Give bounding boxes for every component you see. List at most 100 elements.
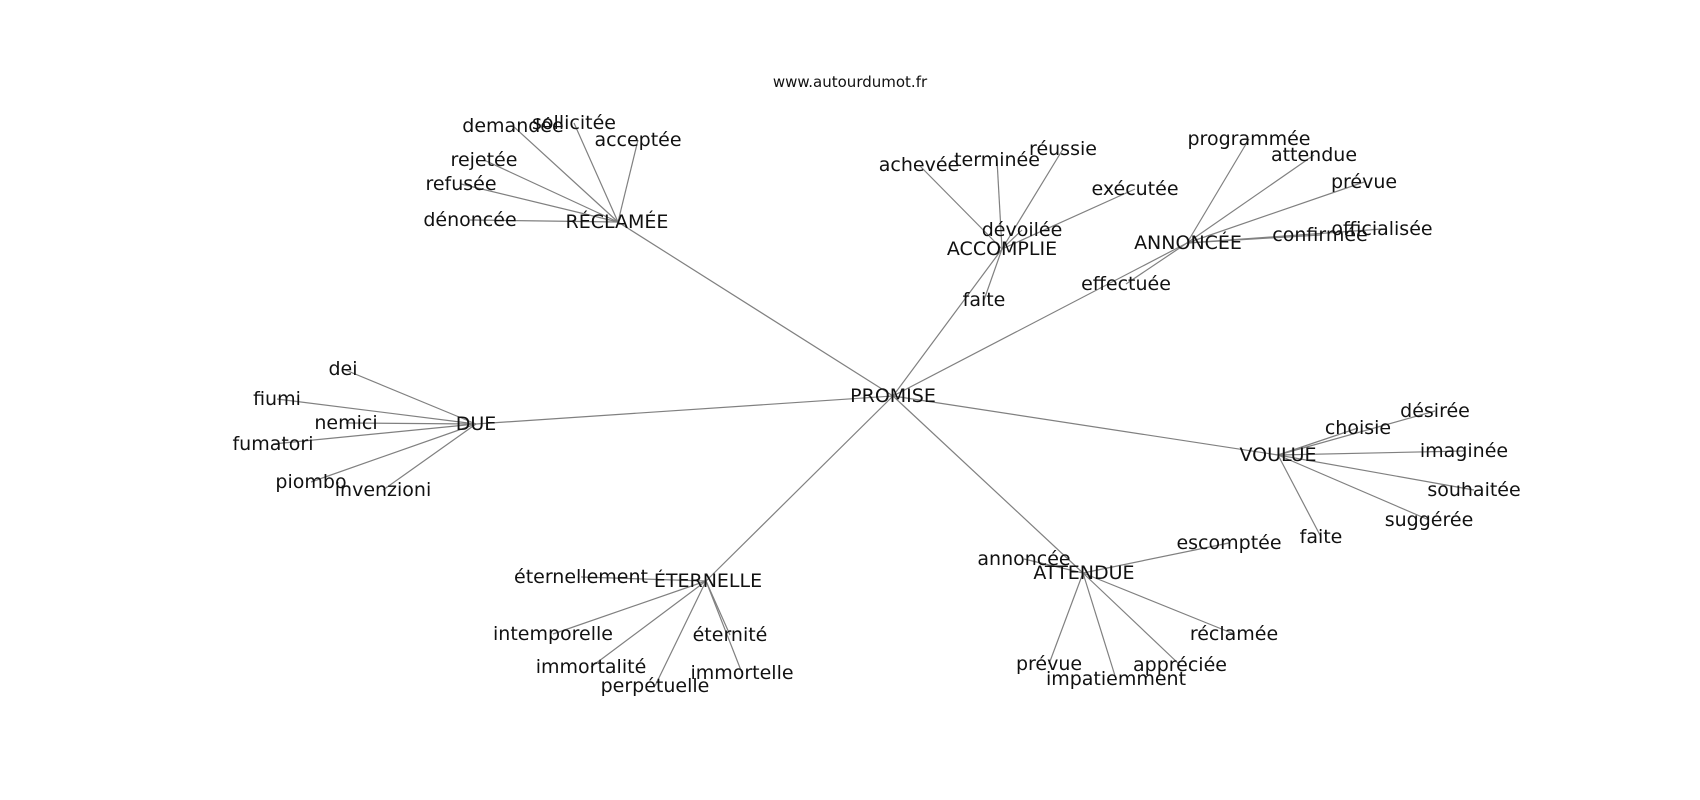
edge-eternelle-perpetuelle [654, 580, 707, 687]
edge-center-reclamee [617, 221, 894, 397]
edge-eternelle-intemporelle [552, 580, 707, 635]
edge-center-voulue [892, 395, 1279, 456]
edge-accomplie-faite [983, 248, 1003, 301]
edge-accomplie-devoilee [1001, 229, 1023, 250]
site-watermark: www.autourdumot.fr [772, 73, 928, 91]
edge-attendue-prevue [1048, 572, 1084, 665]
leaf-node-fumatori: fumatori [232, 433, 313, 455]
leaf-node-confirmee: confirmée [1272, 224, 1367, 246]
edge-annoncee-attendue [1186, 154, 1315, 244]
edge-voulue-souhaitee [1277, 454, 1475, 491]
leaf-node-reussie: réussie [1029, 138, 1097, 160]
cluster-node-attendue: ATTENDUE [1033, 562, 1134, 584]
leaf-node-imaginee: imaginée [1420, 440, 1508, 462]
edge-attendue-impatiemment [1082, 572, 1117, 680]
leaf-node-faite: faite [1300, 526, 1343, 548]
leaf-node-piombo: piombo [275, 471, 346, 493]
leaf-node-appreciee: appréciée [1133, 654, 1227, 676]
leaf-node-souhaitee: souhaitée [1427, 479, 1520, 501]
edge-center-accomplie [892, 248, 1003, 397]
leaf-node-suggeree: suggérée [1385, 509, 1474, 531]
center-node-label: PROMISE [850, 385, 936, 407]
edge-accomplie-reussie [1001, 148, 1064, 250]
edge-annoncee-effectuee [1125, 242, 1188, 285]
graph-labels: PROMISE RÉCLAMÉE demandéesollicitéeaccepté… [232, 112, 1520, 697]
edge-reclamee-demandee [512, 125, 619, 223]
edge-voulue-desiree [1277, 410, 1436, 456]
edge-due-invenzioni [382, 423, 477, 491]
edge-eternelle-eternellement [580, 576, 707, 582]
leaf-node-impatiemment: impatiemment [1046, 668, 1186, 690]
leaf-node-desiree: désirée [1400, 400, 1470, 422]
edge-due-fiumi [276, 398, 477, 425]
edge-accomplie-executee [1001, 188, 1136, 250]
edge-reclamee-sollicitee [573, 122, 619, 223]
edge-attendue-escomptee [1082, 542, 1230, 574]
edge-attendue-reclamee [1082, 572, 1235, 635]
leaf-node-attendue: attendue [1271, 144, 1357, 166]
edge-eternelle-immortalite [590, 580, 707, 668]
edge-accomplie-terminee [996, 159, 1003, 250]
leaf-node-annoncee: annoncée [977, 548, 1070, 570]
leaf-node-denoncee: dénoncée [423, 209, 516, 231]
leaf-node-terminee: terminée [954, 149, 1040, 171]
edge-voulue-suggeree [1277, 454, 1430, 521]
leaf-node-dei: dei [328, 358, 357, 380]
edge-eternelle-immortelle [705, 580, 743, 674]
leaf-node-effectuee: effectuée [1081, 273, 1171, 295]
leaf-node-eternellement: éternellement [514, 566, 648, 588]
edge-voulue-faite [1277, 454, 1322, 538]
cluster-node-eternelle: ÉTERNELLE [654, 569, 762, 592]
edge-annoncee-prevue [1186, 181, 1365, 244]
edge-center-annoncee [892, 242, 1188, 397]
edge-voulue-choisie [1277, 427, 1359, 456]
edge-center-attendue [892, 395, 1084, 574]
leaf-node-invenzioni: invenzioni [335, 479, 432, 501]
edge-accomplie-achevee [918, 164, 1003, 250]
cluster-node-voulue: VOULUE [1239, 444, 1316, 466]
leaf-node-nemici: nemici [314, 412, 377, 434]
leaf-node-immortelle: immortelle [690, 662, 793, 684]
leaf-node-intemporelle: intemporelle [493, 623, 613, 645]
edge-reclamee-denoncee [469, 219, 619, 223]
edge-attendue-annoncee [1023, 558, 1084, 574]
leaf-node-fiumi: fiumi [253, 388, 301, 410]
edge-attendue-appreciee [1082, 572, 1181, 666]
leaf-node-programmee: programmée [1188, 128, 1311, 150]
leaf-node-faite: faite [963, 289, 1006, 311]
leaf-node-executee: exécutée [1091, 178, 1178, 200]
edge-reclamee-refusee [460, 183, 619, 223]
leaf-node-refusee: refusée [425, 173, 496, 195]
leaf-node-reclamee: réclamée [1190, 623, 1278, 645]
cluster-node-due: DUE [456, 413, 497, 435]
edge-reclamee-acceptee [617, 139, 639, 223]
leaf-node-eternite: éternité [693, 624, 768, 646]
edge-reclamee-rejetee [483, 159, 619, 223]
leaf-node-escomptee: escomptée [1176, 532, 1281, 554]
edge-due-piombo [310, 423, 477, 483]
leaf-node-choisie: choisie [1325, 417, 1391, 439]
edge-voulue-imaginee [1277, 450, 1465, 456]
edge-due-nemici [345, 422, 477, 425]
edge-due-dei [342, 368, 477, 425]
edge-center-eternelle [705, 395, 894, 582]
cluster-node-accomplie: ACCOMPLIE [947, 238, 1057, 260]
leaf-node-sollicitee: sollicitée [532, 112, 616, 134]
leaf-node-perpetuelle: perpétuelle [601, 675, 710, 697]
leaf-node-acceptee: acceptée [594, 129, 681, 151]
edge-due-fumatori [272, 423, 477, 445]
leaf-node-achevee: achevée [879, 154, 959, 176]
cluster-node-annoncee: ANNONCÉE [1134, 231, 1242, 254]
leaf-node-officialisee: officialisée [1331, 218, 1432, 240]
edge-annoncee-confirmee [1186, 234, 1321, 244]
graph-edges [272, 122, 1475, 687]
leaf-node-prevue: prévue [1331, 171, 1397, 193]
leaf-node-immortalite: immortalité [536, 656, 647, 678]
edge-center-due [475, 395, 894, 425]
cluster-node-reclamee: RÉCLAMÉE [566, 210, 669, 233]
leaf-node-rejetee: rejetée [451, 149, 518, 171]
leaf-node-prevue: prévue [1016, 653, 1082, 675]
leaf-node-demandee: demandée [462, 115, 563, 137]
leaf-node-devoilee: dévoilée [982, 219, 1063, 241]
